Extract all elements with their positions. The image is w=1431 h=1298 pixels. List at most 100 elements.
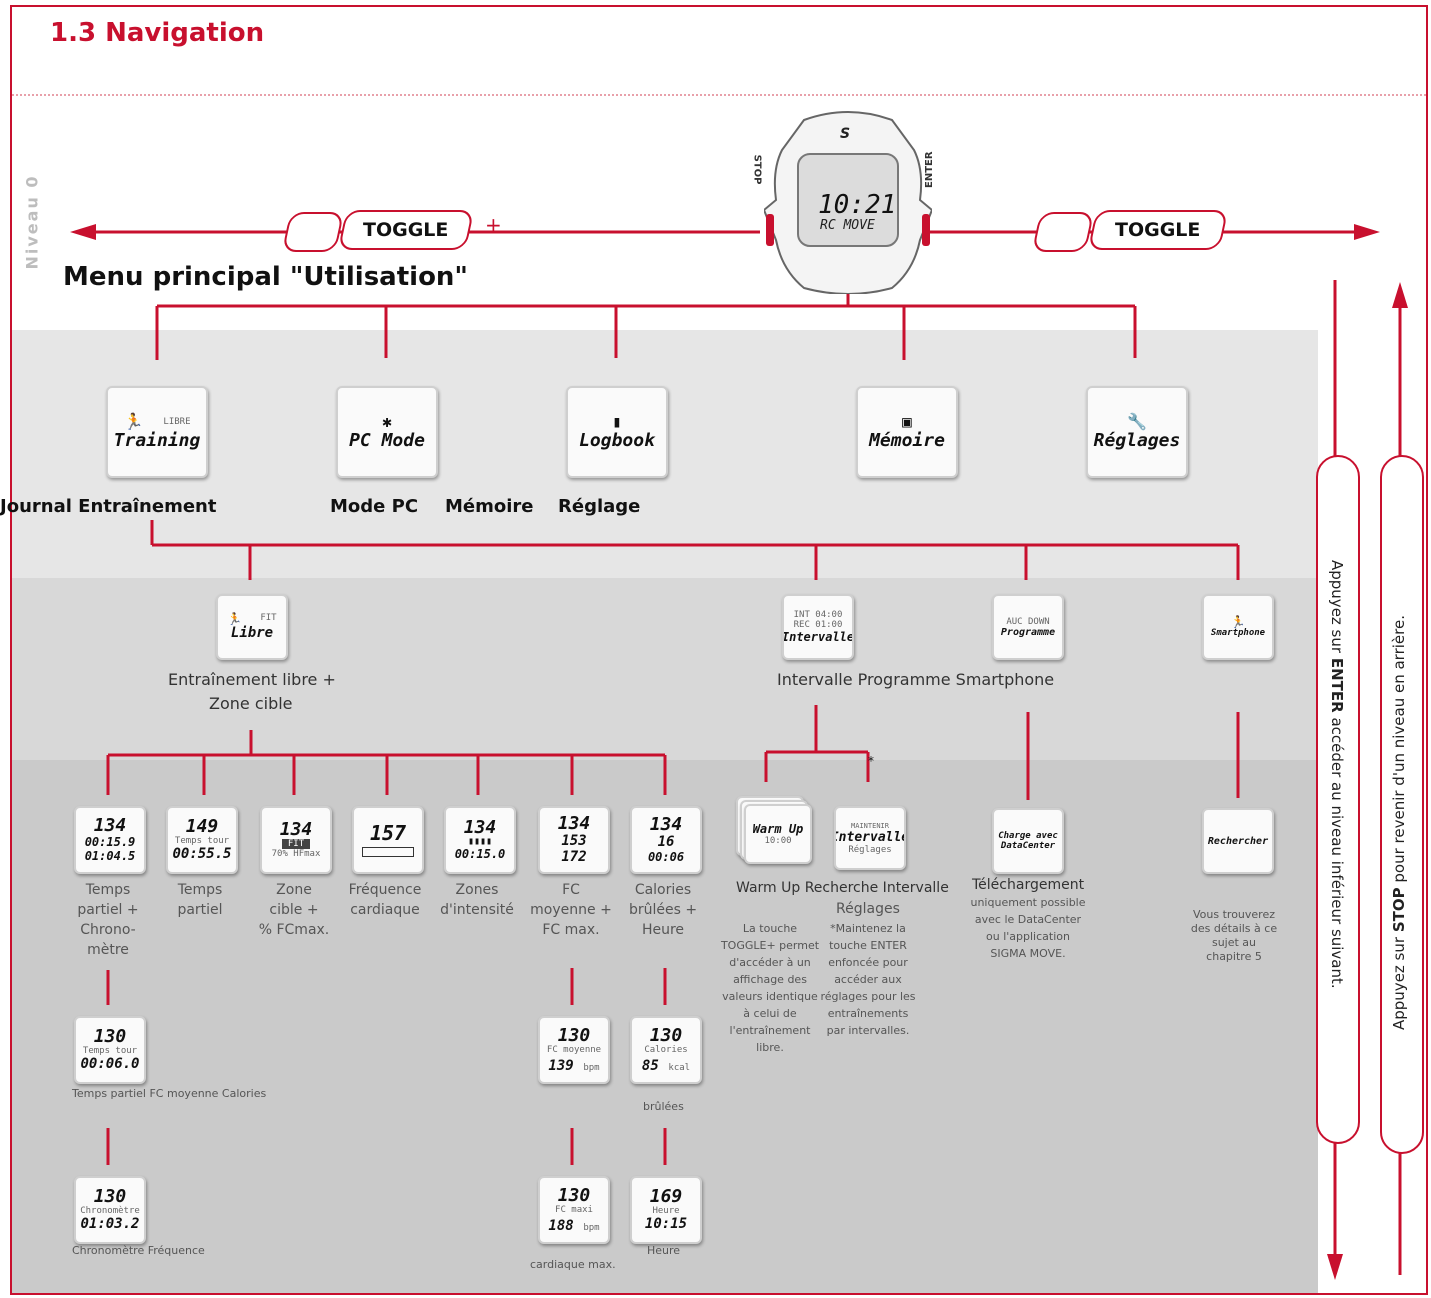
screen-line-2: 153 bbox=[561, 833, 587, 849]
screen-unit: bpm bbox=[583, 1062, 600, 1073]
screen-line-3: 01:03.2 bbox=[80, 1216, 140, 1232]
label-line: Chrono- bbox=[80, 922, 136, 938]
sub-temps-partiel-screen[interactable]: 130 Temps tour 00:06.0 bbox=[74, 1016, 146, 1084]
screen-hr: 134 bbox=[279, 819, 313, 840]
stop-instruction-text: Appuyez sur STOP pour revenir d'un nivea… bbox=[1390, 615, 1408, 1030]
runner-icon: 🏃 bbox=[1230, 615, 1246, 629]
sub-heure-screen[interactable]: 169 Heure 10:15 bbox=[630, 1176, 702, 1244]
label-line: % FCmax. bbox=[258, 922, 330, 938]
screen-line-2: 10:00 bbox=[764, 836, 792, 846]
libre-screen[interactable]: 🏃FIT Libre bbox=[216, 594, 288, 660]
enter-instruction-text: Appuyez sur ENTER accéder au niveau infé… bbox=[1328, 560, 1346, 989]
screen-hr: 134 bbox=[93, 815, 127, 836]
note-line: TOGGLE+ permet bbox=[720, 939, 820, 952]
toggle-right-button[interactable]: TOGGLE bbox=[1087, 210, 1229, 250]
menu-label-modepc: Mode PC bbox=[330, 496, 419, 517]
watch-enter-label: ENTER bbox=[924, 151, 935, 188]
screen-line-2: FC moyenne bbox=[546, 1044, 602, 1055]
menu-training-screen[interactable]: 🏃LIBRE Training bbox=[106, 386, 208, 478]
smartphone-screen[interactable]: 🏃 Smartphone bbox=[1202, 594, 1274, 660]
screen-line-3: 85 bbox=[641, 1057, 659, 1074]
warmup-screen[interactable]: Warm Up 10:00 bbox=[744, 804, 812, 864]
screen-main-text: Programme bbox=[1000, 626, 1056, 638]
screen-hr: 157 bbox=[369, 821, 407, 845]
interval-note-left: La touche TOGGLE+ permet d'accéder à un … bbox=[718, 920, 822, 1056]
rechercher-screen[interactable]: Rechercher bbox=[1202, 808, 1274, 874]
level1-labels: Intervalle Programme Smartphone bbox=[777, 670, 1055, 689]
view-temps-chrono-screen[interactable]: 134 00:15.9 01:04.5 bbox=[74, 806, 146, 874]
view-zone-cible-screen[interactable]: 134 FIT 70% HFmax bbox=[260, 806, 332, 874]
intervalle-reglages-screen[interactable]: MAINTENIR Intervalle Réglages bbox=[834, 806, 906, 870]
screen-main-text: Intervalle bbox=[834, 829, 906, 845]
screen-line-2: Chronomètre bbox=[80, 1206, 140, 1216]
note-line: uniquement possible bbox=[970, 896, 1086, 909]
note-line: d'accéder à un bbox=[729, 956, 811, 969]
menu-memoire-screen[interactable]: ▣ Mémoire bbox=[856, 386, 958, 478]
screen-hr: 130 bbox=[93, 1026, 127, 1047]
wrench-icon: 🔧 bbox=[1127, 411, 1147, 431]
label-line: brûlées + bbox=[628, 902, 698, 918]
screen-line-2: Réglages bbox=[848, 844, 892, 855]
interval-note-right: *Maintenez la touche ENTER enfoncée pour… bbox=[818, 920, 918, 1039]
label-line: FC bbox=[562, 882, 580, 898]
menu-pcmode-screen[interactable]: ✱ PC Mode bbox=[336, 386, 438, 478]
note-line: l'entraînement bbox=[729, 1024, 811, 1037]
toggle-left-button[interactable]: TOGGLE bbox=[337, 210, 475, 250]
enter-instruction-pill bbox=[1316, 455, 1360, 1144]
menu-label-reglage: Réglage bbox=[558, 496, 641, 517]
asterisk-mark: * bbox=[868, 754, 874, 768]
sub-calories-screen[interactable]: 130 Calories 85 kcal bbox=[630, 1016, 702, 1084]
note-line: entraînements bbox=[827, 1007, 909, 1020]
screen-line-3: 10:15 bbox=[644, 1216, 688, 1232]
screen-main-text: Logbook bbox=[579, 429, 655, 451]
programme-screen[interactable]: AUC DOWN Programme bbox=[992, 594, 1064, 660]
sub-label-cardiaque-max: cardiaque max. bbox=[530, 1258, 616, 1271]
sub-fc-max-screen[interactable]: 130 FC maxi 188 bpm bbox=[538, 1176, 610, 1244]
note-line: La touche bbox=[742, 922, 798, 935]
sub-label-row2: Chronomètre Fréquence bbox=[72, 1244, 205, 1257]
label-line: Heure bbox=[641, 922, 685, 938]
menu-logbook-screen[interactable]: ▮ Logbook bbox=[566, 386, 668, 478]
book-icon: ▮ bbox=[612, 411, 622, 431]
intervalle-screen[interactable]: INT 04:00 REC 01:00 Intervalle bbox=[782, 594, 854, 660]
hr-bar bbox=[362, 847, 414, 857]
screen-line-3: 00:55.5 bbox=[172, 846, 232, 862]
view-fc-moyenne-max-screen[interactable]: 134 153 172 bbox=[538, 806, 610, 874]
screen-line-3: 139 bbox=[548, 1057, 574, 1074]
screen-line-3: 00:06.0 bbox=[80, 1056, 140, 1072]
stop-post: pour revenir d'un niveau en arrière. bbox=[1390, 615, 1408, 888]
runner-icon: 🏃 bbox=[123, 411, 144, 431]
datacenter-screen[interactable]: Charge avec DataCenter bbox=[992, 808, 1064, 874]
view-frequence-screen[interactable]: 157 bbox=[352, 806, 424, 874]
screen-main-text: Rechercher bbox=[1207, 835, 1269, 847]
view-calories-heure-screen[interactable]: 134 16 00:06 bbox=[630, 806, 702, 874]
watch-time: 10:21 bbox=[818, 190, 897, 220]
screen-mode-text: LIBRE bbox=[163, 416, 191, 427]
note-line: ou l'application bbox=[986, 930, 1070, 943]
runner-icon: 🏃 bbox=[227, 612, 243, 626]
note-line: à celui de bbox=[743, 1007, 797, 1020]
screen-line-3: 01:04.5 bbox=[84, 849, 136, 863]
screen-line-3: 70% HFmax bbox=[271, 849, 321, 859]
label-line: Fréquence bbox=[348, 882, 422, 898]
menu-reglages-screen[interactable]: 🔧 Réglages bbox=[1086, 386, 1188, 478]
screen-side-text: FIT bbox=[260, 613, 277, 623]
screen-main-text: Mémoire bbox=[869, 429, 945, 451]
view-temps-partiel-screen[interactable]: 149 Temps tour 00:55.5 bbox=[166, 806, 238, 874]
sub-label-heure: Heure bbox=[647, 1244, 681, 1257]
note-line: accéder aux bbox=[834, 973, 902, 986]
screen-line-3: 00:06 bbox=[647, 850, 685, 864]
label-zones-intensite: Zones d'intensité bbox=[432, 880, 522, 920]
label-calories: Calories brûlées + Heure bbox=[618, 880, 708, 940]
screen-main-text: Smartphone bbox=[1210, 628, 1266, 638]
stop-instruction-pill bbox=[1380, 455, 1424, 1154]
sub-fc-moyenne-screen[interactable]: 130 FC moyenne 139 bpm bbox=[538, 1016, 610, 1084]
sub-chronometre-screen[interactable]: 130 Chronomètre 01:03.2 bbox=[74, 1176, 146, 1244]
screen-line-3: 172 bbox=[561, 849, 587, 865]
screen-line-2: 00:15.9 bbox=[84, 835, 136, 849]
screen-line-2: Temps tour bbox=[174, 836, 230, 846]
view-zones-intensite-screen[interactable]: 134 ▮▮▮▮ 00:15.0 bbox=[444, 806, 516, 874]
screen-line-3: 188 bbox=[548, 1217, 574, 1234]
note-line: des détails à ce bbox=[1190, 922, 1278, 935]
screen-main-text: Réglages bbox=[1093, 429, 1181, 451]
